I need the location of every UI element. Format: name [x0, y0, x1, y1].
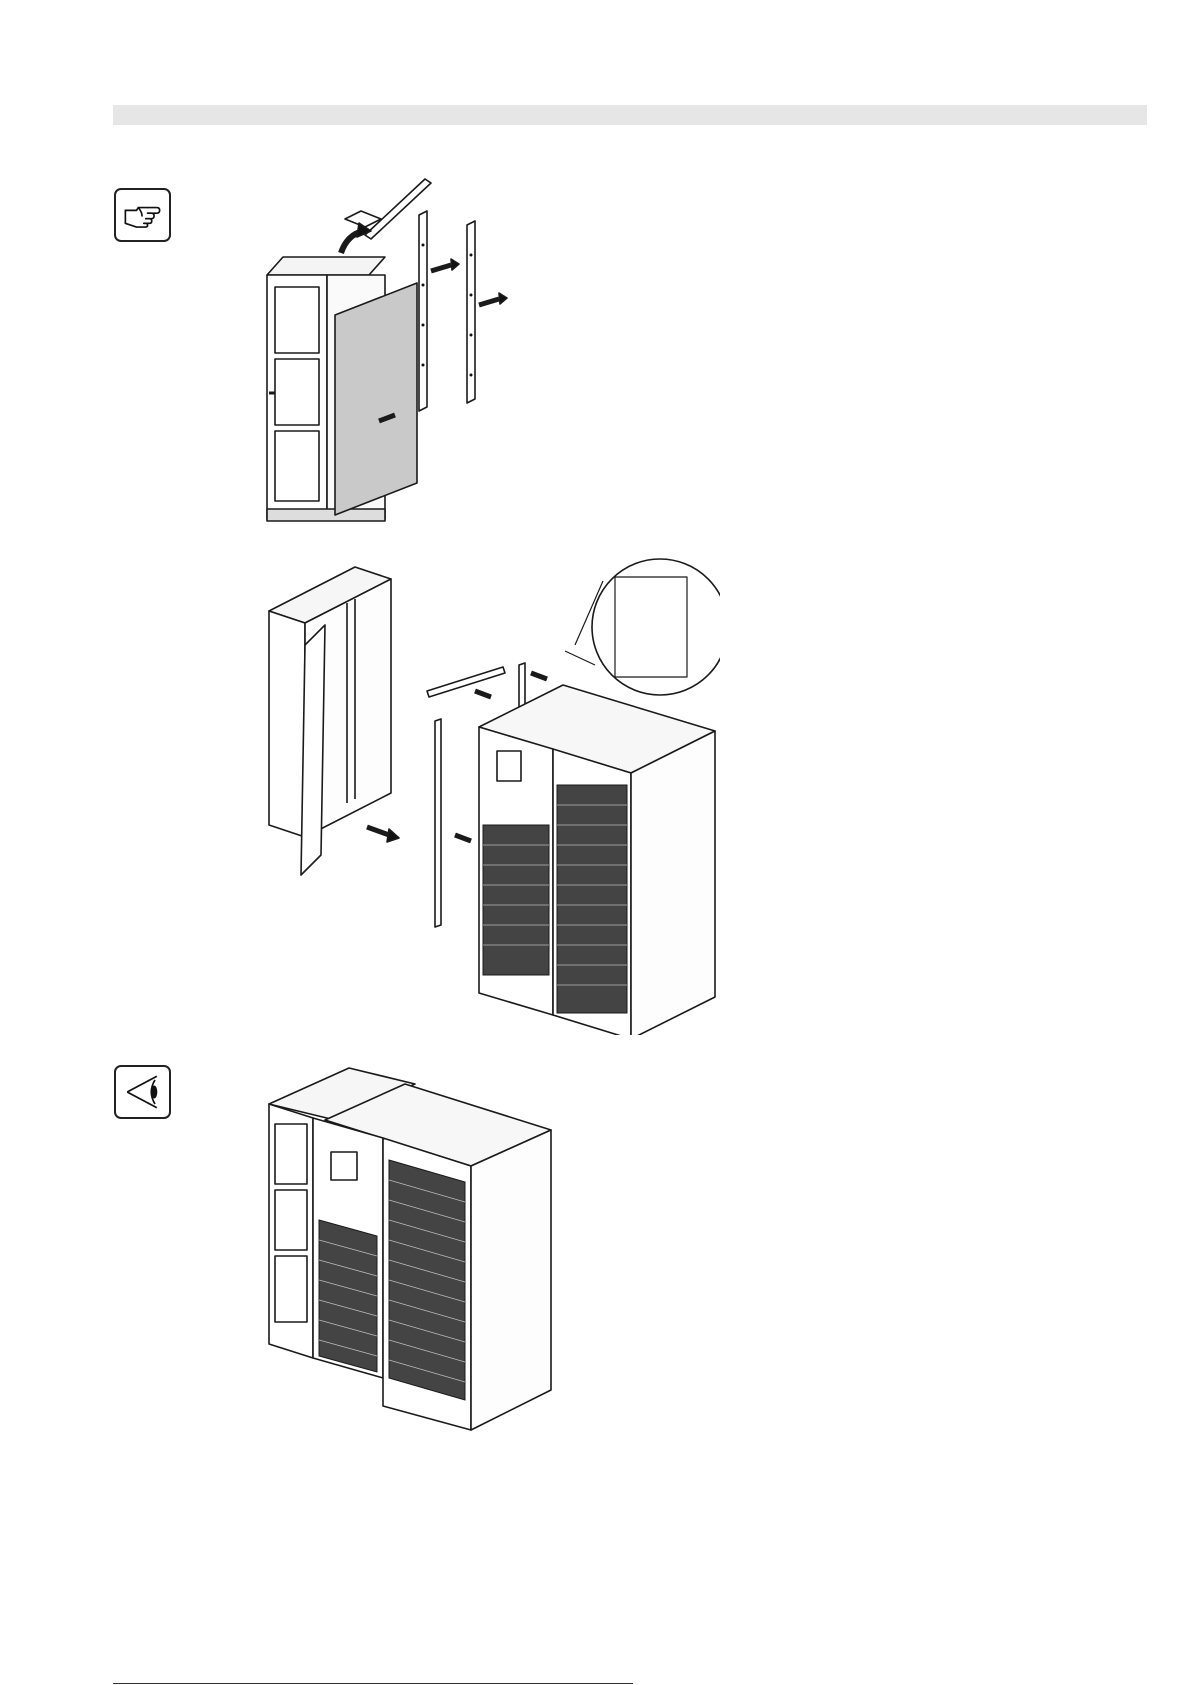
section-header-band [113, 105, 1147, 125]
figure-join-cabinets [265, 555, 720, 1035]
footer-rule [113, 1683, 633, 1684]
pointing-hand-icon [114, 188, 171, 242]
figure-assembled-system [265, 1060, 565, 1440]
figure-remove-side-panel [255, 175, 555, 535]
eye-icon [114, 1065, 171, 1119]
